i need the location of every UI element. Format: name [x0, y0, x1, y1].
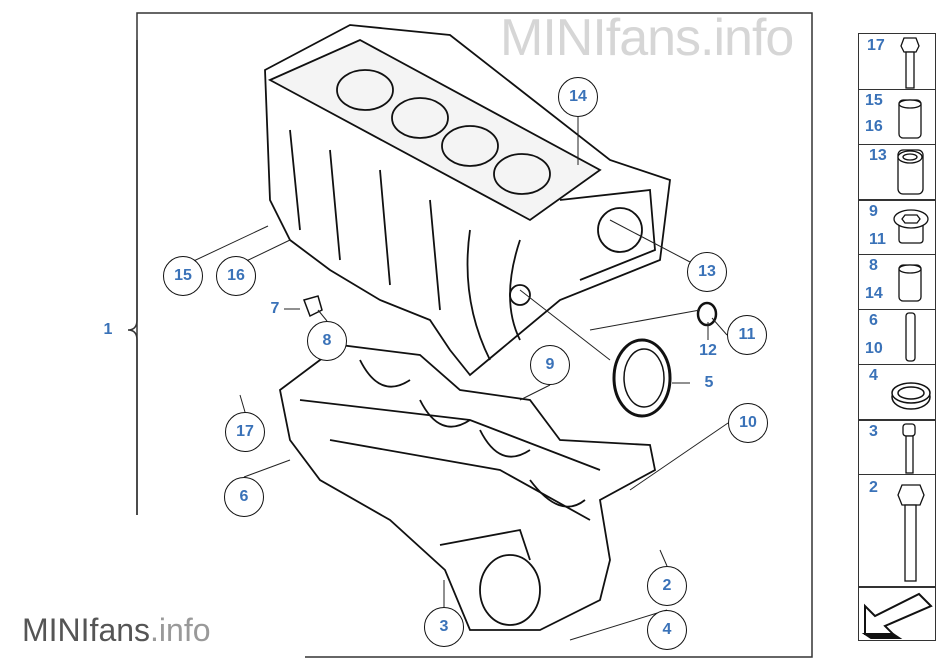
arrow-back-icon: [861, 592, 933, 639]
dowel-7: [303, 295, 323, 318]
sidebar-label: 15: [865, 92, 883, 109]
back-arrow-button[interactable]: [858, 587, 936, 641]
screw-plug-icon: [893, 209, 929, 244]
sidebar-label: 6: [869, 312, 878, 329]
upper-crankcase: [264, 24, 671, 377]
callout-12[interactable]: 12: [699, 342, 717, 359]
callout-5[interactable]: 5: [704, 374, 714, 391]
sidebar-label: 14: [865, 285, 883, 302]
callout-13[interactable]: 13: [687, 252, 727, 292]
sidebar-item-15-16[interactable]: 15 16: [858, 90, 936, 145]
callout-15[interactable]: 15: [163, 256, 203, 296]
dowel-sleeve-icon: [898, 264, 922, 302]
sidebar-label: 9: [869, 203, 878, 220]
sidebar-label: 8: [869, 257, 878, 274]
screw-plug-11: [696, 301, 718, 327]
callout-3[interactable]: 3: [424, 607, 464, 647]
sidebar-item-13[interactable]: 13: [858, 145, 936, 200]
sidebar-label: 10: [865, 340, 883, 357]
callout-17[interactable]: 17: [225, 412, 265, 452]
callout-8[interactable]: 8: [307, 321, 347, 361]
socket-bolt-icon: [902, 423, 916, 474]
callout-16[interactable]: 16: [216, 256, 256, 296]
seal-ring-icon: [891, 382, 931, 410]
callout-9[interactable]: 9: [530, 345, 570, 385]
sidebar-item-3[interactable]: 3: [858, 420, 936, 475]
long-hex-bolt-icon: [897, 484, 925, 582]
sidebar-label: 3: [869, 423, 878, 440]
sidebar-label: 11: [869, 231, 886, 248]
watermark-brand: MINIfans: [22, 612, 151, 648]
hex-bolt-icon: [900, 37, 920, 89]
leader-lines: [182, 117, 729, 641]
callout-11[interactable]: 11: [727, 315, 767, 355]
sidebar-label: 16: [865, 118, 883, 135]
sidebar-label: 13: [869, 147, 887, 164]
hollow-dowel-icon: [897, 149, 924, 195]
callout-2[interactable]: 2: [647, 566, 687, 606]
callout-4[interactable]: 4: [647, 610, 687, 650]
main-group-label: 1: [103, 321, 113, 338]
sidebar-item-6-10[interactable]: 6 10: [858, 310, 936, 365]
watermark-top: MINIfans.info: [500, 9, 794, 67]
sidebar-label: 2: [869, 479, 878, 496]
group-bracket: [127, 40, 138, 515]
dowel-sleeve-icon: [898, 99, 922, 139]
sidebar-item-8-14[interactable]: 8 14: [858, 255, 936, 310]
watermark-bottom: MINIfans.info: [22, 612, 211, 649]
sidebar-label: 17: [867, 37, 885, 54]
sidebar-item-9-11[interactable]: 9 11: [858, 200, 936, 255]
sidebar-item-2[interactable]: 2: [858, 475, 936, 587]
seal-ring-5: [612, 338, 672, 418]
callout-14[interactable]: 14: [558, 77, 598, 117]
callout-10[interactable]: 10: [728, 403, 768, 443]
watermark-suffix: .info: [150, 612, 211, 648]
sidebar-item-4[interactable]: 4: [858, 365, 936, 420]
callout-7[interactable]: 7: [270, 300, 280, 317]
sidebar-item-17[interactable]: 17: [858, 33, 936, 90]
callout-6[interactable]: 6: [224, 477, 264, 517]
stud-bolt-icon: [905, 312, 916, 362]
sidebar-label: 4: [869, 367, 878, 384]
lower-crankcase: [279, 344, 657, 631]
